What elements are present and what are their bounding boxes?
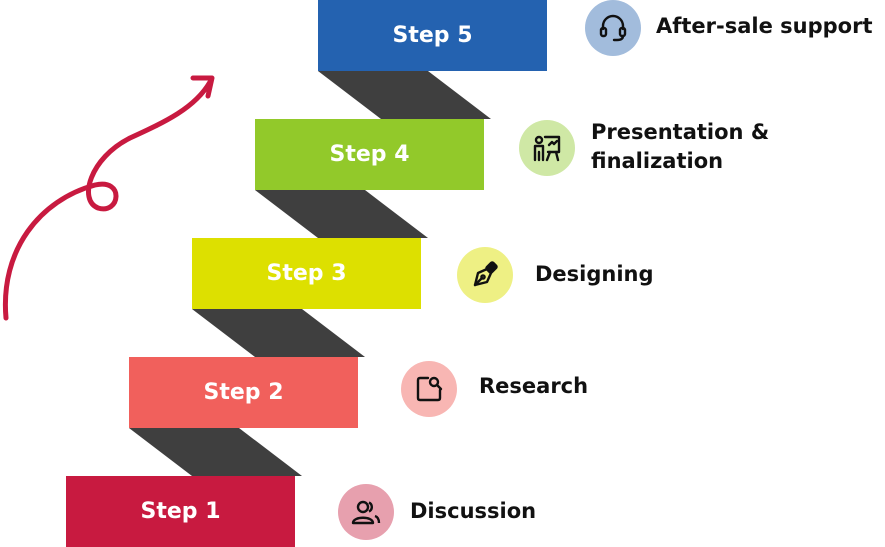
step-4-label: Step 4 [329,142,410,167]
step-5-description: After-sale support [656,14,873,38]
step-4-description: Presentation & finalization [591,120,770,173]
step-3-label: Step 3 [266,261,347,286]
connector-1-2 [129,428,302,476]
pen-nib-icon [457,247,513,303]
arrow-head-icon [190,75,215,99]
step-1-block: Step 1 [66,476,295,547]
step-1-label: Step 1 [140,499,221,524]
step-3-description: Designing [535,262,654,286]
headset-icon [585,0,641,56]
connector-3-4 [255,190,428,238]
step-5-label: Step 5 [392,23,473,48]
step-2-label: Step 2 [203,380,284,405]
connector-2-3 [192,309,365,357]
step-2-description: Research [479,374,589,398]
curved-arrow-icon [2,79,213,321]
step-5-block: Step 5 [318,0,547,71]
search-document-icon [401,361,457,417]
connector-4-5 [318,71,491,119]
step-4-block: Step 4 [255,119,484,190]
step-1-description: Discussion [410,499,537,523]
users-icon [338,484,394,540]
step-3-block: Step 3 [192,238,421,309]
step-2-block: Step 2 [129,357,358,428]
presentation-icon [519,120,575,176]
